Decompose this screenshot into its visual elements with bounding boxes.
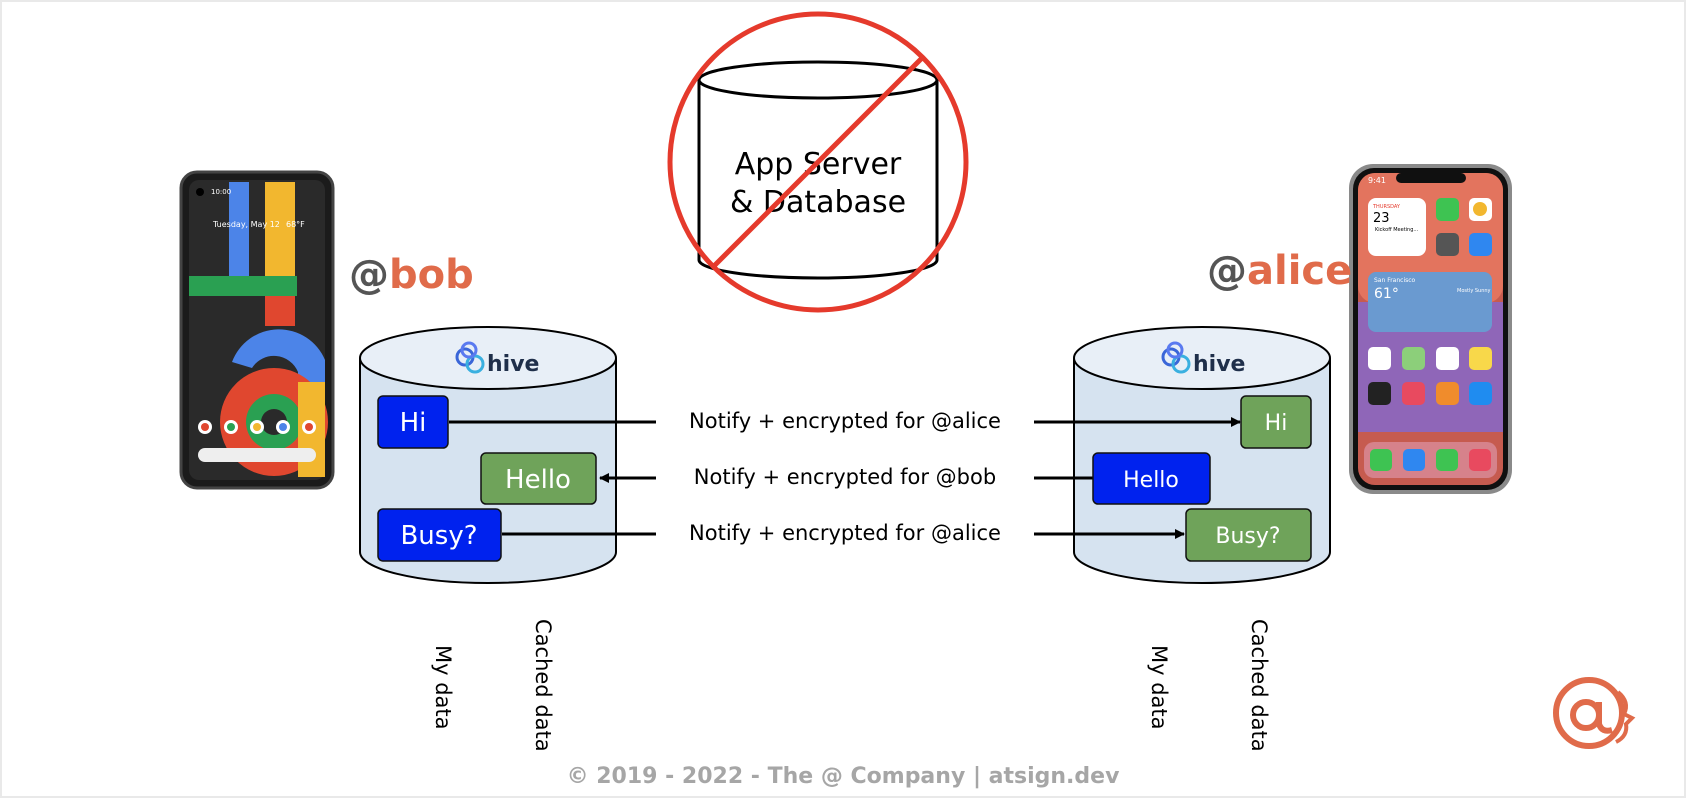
alice-message-hello: Hello	[1092, 452, 1211, 505]
alice-message-hello-text: Hello	[1123, 468, 1179, 493]
android-date: Tuesday, May 12	[212, 220, 280, 229]
bob-message-hi-text: Hi	[400, 408, 427, 438]
bob-message-hello-text: Hello	[505, 465, 571, 495]
alice-hive-label: hive	[1193, 352, 1245, 377]
bob-handle-at: @	[349, 252, 389, 298]
alice-handle-name: alice	[1247, 248, 1352, 294]
bob-message-hi: Hi	[377, 395, 449, 449]
atsign-logo-icon	[1553, 677, 1636, 749]
alice-handle: @alice	[1207, 248, 1352, 294]
weather-temperature: 61°	[1374, 286, 1399, 302]
bob-handle: @bob	[349, 252, 474, 298]
bob-message-busy: Busy?	[377, 508, 502, 562]
notification-label-1: Notify + encrypted for @alice	[689, 409, 1001, 433]
weather-description: Mostly Sunny	[1457, 288, 1491, 294]
notification-label-3: Notify + encrypted for @alice	[689, 521, 1001, 545]
android-time: 10:00	[211, 188, 231, 196]
bob-handle-name: bob	[389, 252, 474, 298]
app-server-database: App Server & Database	[697, 60, 939, 280]
iphone: 9:41 THURSDAY 23 Kickoff Meeting... San …	[1349, 164, 1512, 494]
widget-date: 23	[1373, 211, 1390, 226]
hive-logo-icon	[1161, 341, 1191, 374]
notification-label-2: Notify + encrypted for @bob	[694, 465, 996, 489]
hive-logo-icon	[455, 341, 485, 374]
alice-label-my-data: My data	[1147, 645, 1171, 730]
no-sign-icon	[667, 11, 969, 313]
bob-message-busy-text: Busy?	[400, 521, 477, 551]
bob-label-my-data: My data	[431, 645, 455, 730]
alice-handle-at: @	[1207, 248, 1247, 294]
bob-label-cached-data: Cached data	[531, 619, 555, 752]
arrows	[449, 417, 1241, 539]
bob-hive-label: hive	[487, 352, 539, 377]
footer-copyright: © 2019 - 2022 - The @ Company | atsign.d…	[566, 764, 1120, 789]
bob-message-hello: Hello	[480, 452, 597, 505]
alice-message-busy: Busy?	[1185, 508, 1312, 562]
iphone-time: 9:41	[1368, 176, 1386, 185]
widget-day: THURSDAY	[1372, 204, 1401, 210]
android-phone: 10:00 Tuesday, May 12 68°F	[179, 170, 335, 490]
widget-event: Kickoff Meeting...	[1375, 227, 1419, 233]
alice-label-cached-data: Cached data	[1247, 619, 1271, 752]
server-label-line2: & Database	[730, 185, 906, 220]
alice-message-hi: Hi	[1240, 395, 1312, 449]
android-temperature: 68°F	[286, 220, 305, 229]
weather-city: San Francisco	[1374, 277, 1416, 284]
alice-message-busy-text: Busy?	[1215, 524, 1280, 549]
alice-message-hi-text: Hi	[1265, 411, 1288, 436]
